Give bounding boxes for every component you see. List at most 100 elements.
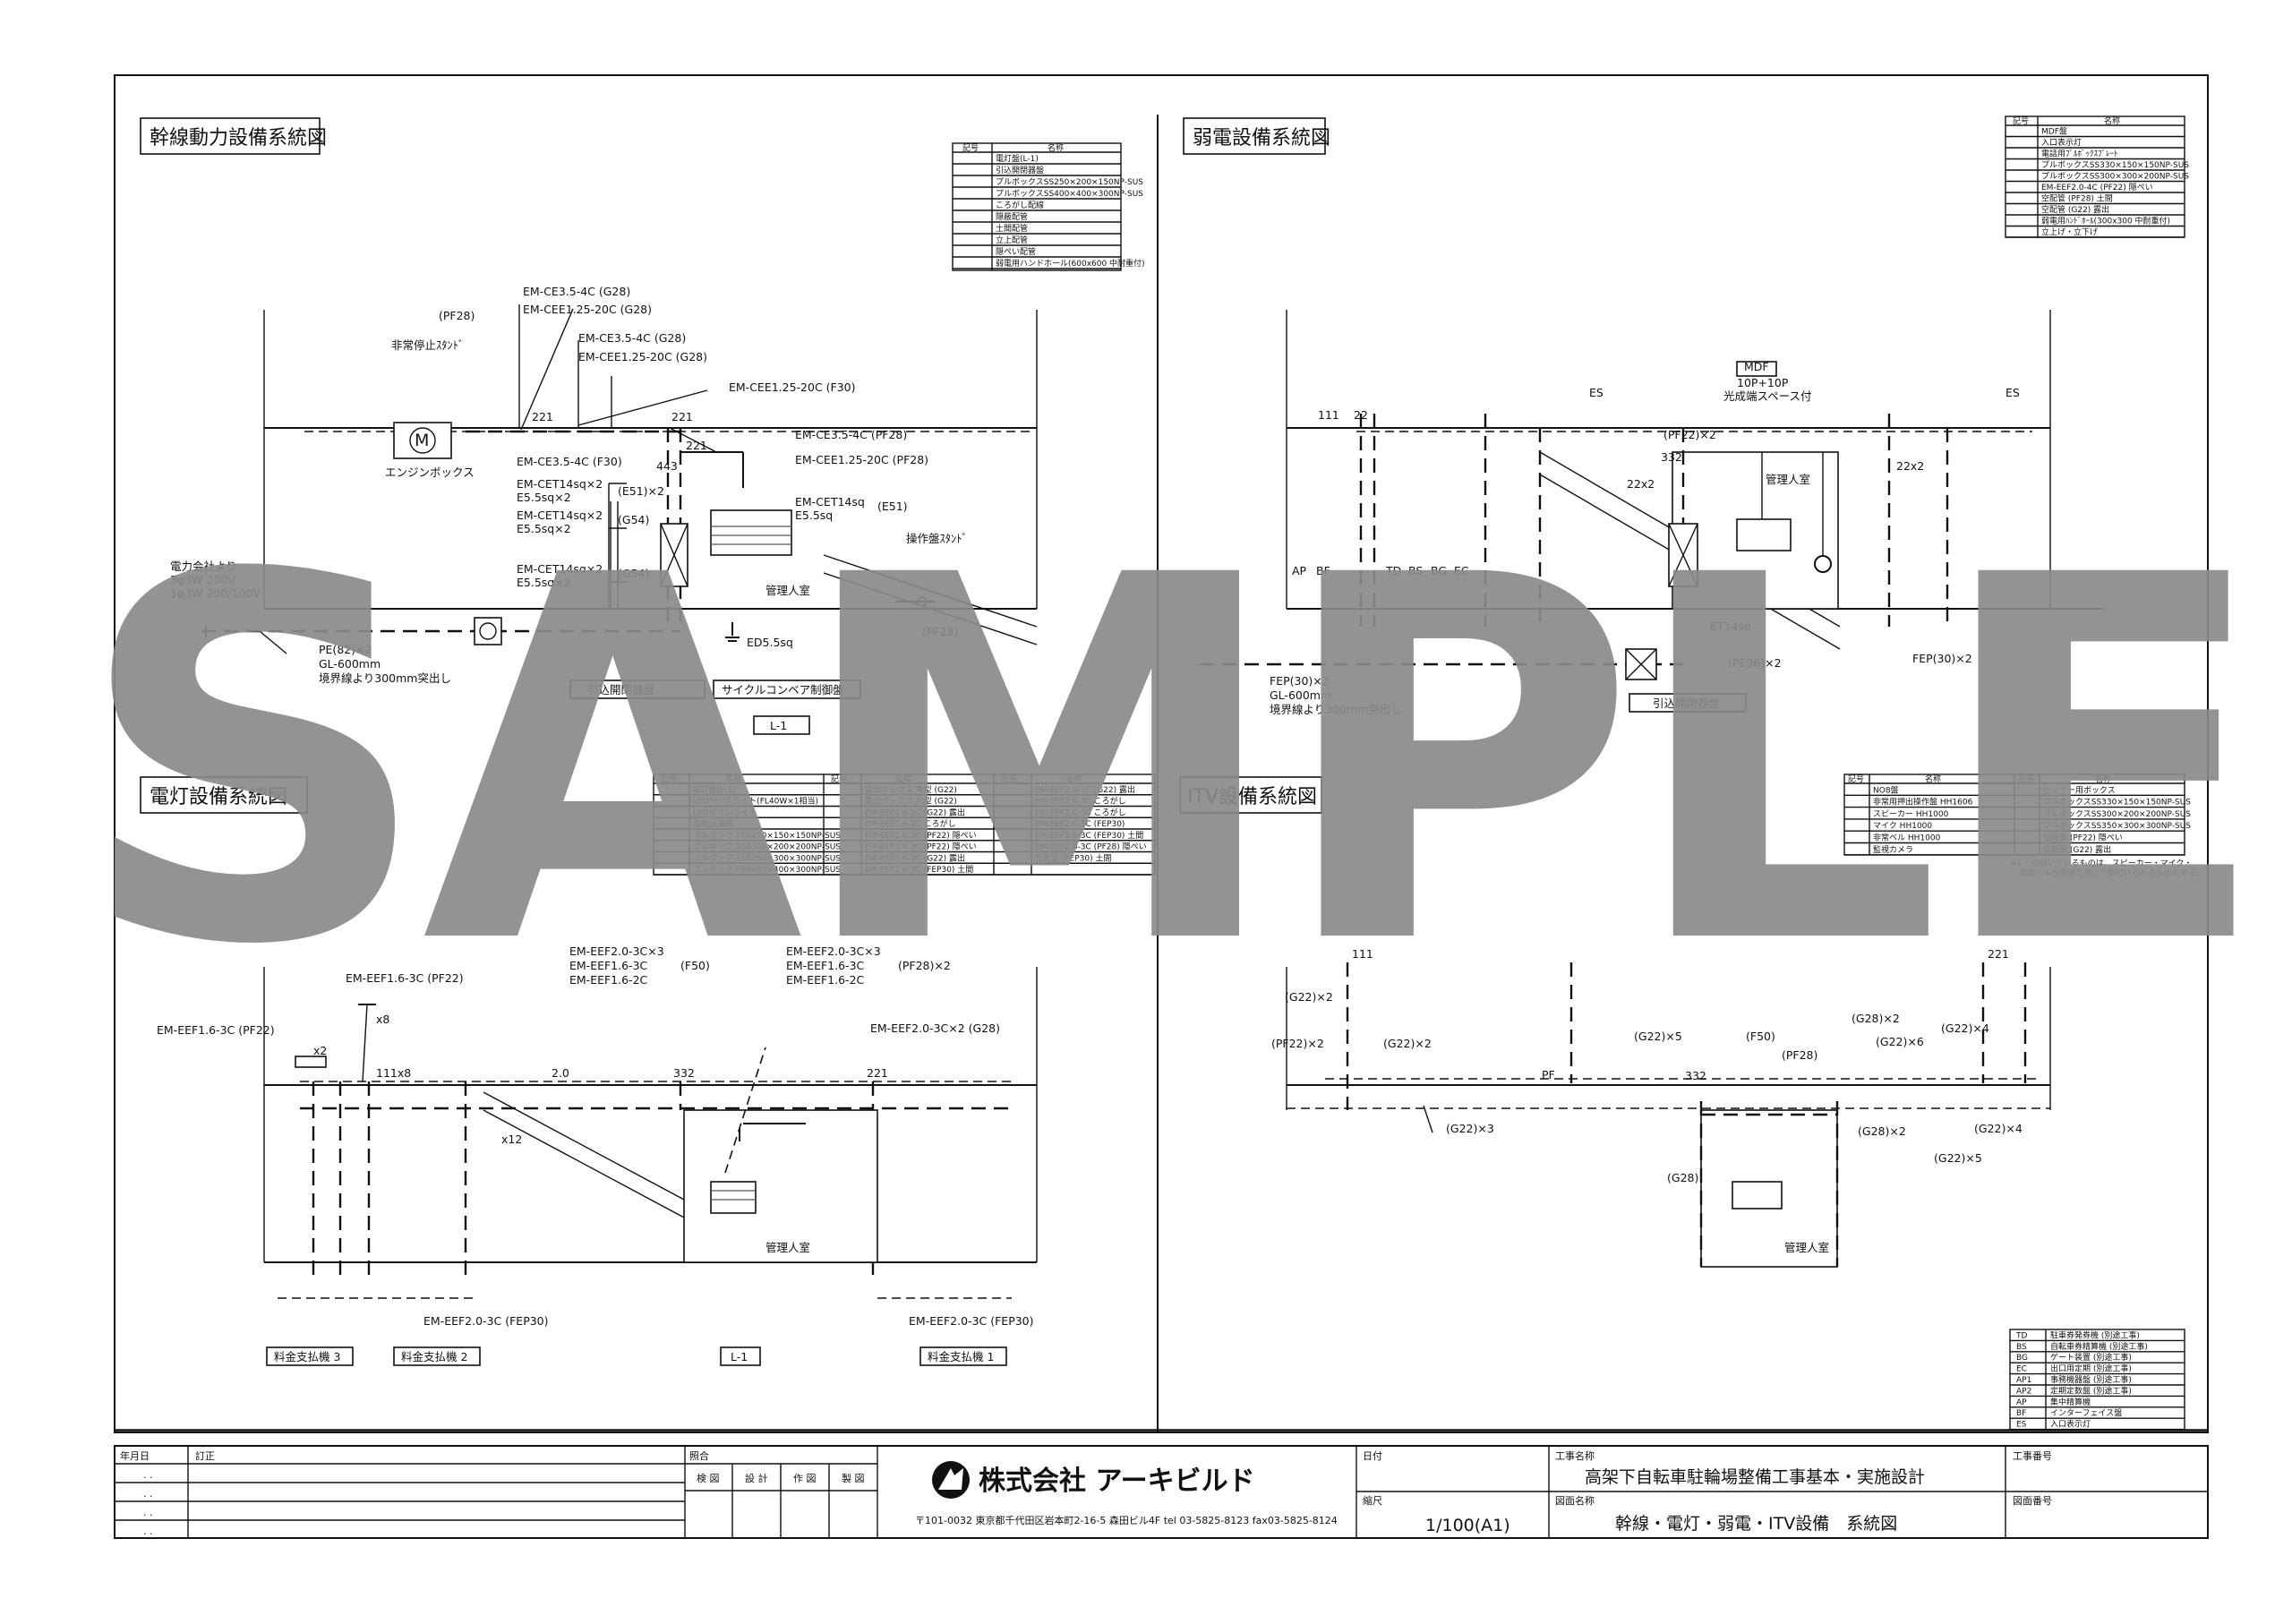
itv-labels: (G22)×2 (PF22)×2 (G22)×2 (G22)×5 (F50) (… [1271, 947, 2023, 1254]
trunk-label: エンジンボックス [385, 466, 475, 479]
panel-label-weak: 引込開閉器盤 [1653, 697, 1721, 710]
itv-label: (G28)×2 [1852, 1012, 1900, 1025]
lighting-legend-entry: 電灯盤(L-1) [693, 784, 736, 795]
tb-rev-head: 訂正 [195, 1449, 215, 1462]
legend-head: 名称 [2104, 115, 2120, 126]
itv-legend-entry: 非常用押出操作盤 HH1606 [1873, 797, 1973, 808]
tb-drawing: 幹線・電灯・弱電・ITV設備 系統図 [1615, 1514, 1897, 1534]
weak-label: TD [1385, 564, 1401, 577]
lighting-legend-entry: 自動点滅器 [693, 818, 733, 829]
trunk-label: EM-CEE1.25-20C (G28) [578, 350, 707, 363]
lighting-legend-head: 記号 [1001, 774, 1017, 784]
lighting-label: 111x8 [376, 1066, 411, 1080]
lighting-legend-entry: EM-EEF2.0-3C (FEP30) [1035, 820, 1125, 829]
equip-code: ES [2016, 1421, 2027, 1430]
section-titles: 幹線動力設備系統図 弱電設備系統図 電灯設備系統図 ITV設備系統図 [140, 117, 1330, 814]
lighting-labels: EM-EEF1.6-3C (PF22) EM-EEF1.6-3C (PF22) … [157, 944, 1034, 1328]
lighting-legend-head: 記号 [831, 774, 847, 784]
lighting-label: EM-EEF1.6-2C [786, 973, 865, 987]
trunk-label: E5.5sq×2 [517, 576, 571, 589]
weak-label: 10P+10P [1737, 376, 1789, 389]
itv-label: (G22)×2 [1383, 1037, 1432, 1050]
itv-label: 管理人室 [1784, 1241, 1829, 1254]
trunk-label: EM-CET14sq [795, 495, 865, 509]
equip-name: インターフェイス盤 [2050, 1407, 2122, 1418]
pay-station-2: 料金支払機 2 [401, 1350, 467, 1363]
weak-label: ET14sq [1710, 620, 1751, 633]
trunk-label: 443 [656, 459, 678, 473]
itv-note: 非常ベルが放送工事にて取付けられるものとする。 [2019, 868, 2204, 878]
sheet-frame [114, 74, 2209, 1539]
trunk-label: EM-CE3.5-4C (G28) [578, 331, 686, 345]
trunk-label: EM-CE3.5-4C (PF28) [795, 428, 907, 441]
itv-legend-entry: 空配管 (G22) 露出 [2043, 844, 2111, 855]
section-title-lighting: 電灯設備系統図 [150, 786, 287, 808]
tb-date-head: 年月日 [120, 1449, 150, 1462]
equip-name: 入口表示灯 [2050, 1419, 2091, 1430]
trunk-label: EM-CE3.5-4C (G28) [523, 285, 630, 298]
trunk-label: PE(82)×2 [319, 643, 372, 656]
lighting-legend-entry: プルボックスSS300×200×200NP-SUS [693, 842, 841, 852]
weak-legend-entry: 弱電用ﾊﾝﾄﾞﾎｰﾙ(300x300 中耐重付) [2041, 216, 2170, 227]
equip-code: BS [2016, 1343, 2027, 1352]
trunk-label: EM-CET14sq×2 [517, 509, 603, 522]
trunk-label: 221 [671, 410, 693, 423]
lighting-label: EM-EEF2.0-3C×3 [569, 944, 664, 958]
equip-name: 出口用定期 (別途工事) [2050, 1363, 2132, 1374]
trunk-label: 1φ3W 200/100V [170, 586, 261, 600]
lighting-legend-entry: 露出ボックス 丸型 (G22) [865, 796, 957, 807]
weak-label: FEP(30)×2 [1912, 652, 1972, 665]
equip-name: 駐車券発券機 (別途工事) [2050, 1329, 2140, 1340]
weak-legend-entry: MDF盤 [2041, 126, 2067, 137]
lighting-label: EM-EEF1.6-3C (PF22) [157, 1023, 275, 1037]
lighting-label: EM-EEF2.0-3C (FEP30) [909, 1314, 1034, 1328]
lighting-legend-entry: プルボックスSS400×400×300NP-SUS [693, 865, 841, 875]
trunk-label: E5.5sq [795, 509, 833, 522]
trunk-label: EM-CEE1.25-20C (F30) [729, 380, 856, 394]
equip-name: 集中精算機 [2050, 1397, 2091, 1407]
itv-label: (G22)×6 [1876, 1035, 1924, 1048]
tb-dwg-label: 図面番号 [2013, 1495, 2052, 1507]
itv-legend-head: 名称 [2095, 774, 2111, 784]
weak-label: FEP(30)×2 [1270, 674, 1330, 688]
trunk-label: 3φ3W 200V [170, 573, 235, 586]
tb-role: 製 図 [842, 1472, 865, 1484]
itv-legend-entry: 監視カメラ [1873, 844, 1913, 855]
tb-scale-label: 縮尺 [1363, 1494, 1382, 1507]
itv-legend-entry: NO8盤 [1873, 784, 1899, 795]
itv-note: ※1 ○が付いているものは、スピーカー・マイク・ [2010, 858, 2192, 868]
lighting-legend-entry: EM-EEF1.6-3C (G22) 露出 [865, 852, 965, 863]
weak-legend-entry: 空配管 (G22) 露出 [2041, 204, 2109, 215]
lighting-legend-entry: EM-EEF2.0-3C (G22) 露出 [1035, 784, 1135, 795]
weak-label: BG [1431, 564, 1447, 577]
trunk-label: E5.5sq×2 [517, 522, 571, 535]
itv-label: (G22)×2 [1285, 990, 1333, 1004]
legend-head: 記号 [2013, 115, 2029, 126]
panel-label-l1b: L-1 [731, 1350, 748, 1363]
trunk-label: EM-CEE1.25-20C (PF28) [795, 453, 928, 466]
itv-legend-entry: マイク HH1000 [1873, 821, 1932, 831]
section-title-trunk: 幹線動力設備系統図 [150, 127, 327, 150]
company-logo [932, 1461, 970, 1499]
weak-label: 光成端スペース付 [1723, 389, 1812, 403]
panel-label-conveyor: サイクルコンベア制御盤 [722, 683, 844, 697]
itv-label: (G22)×4 [1974, 1122, 2023, 1135]
itv-legend-entry: センサー用ボックス [2043, 785, 2116, 795]
itv-label: (G28) [1667, 1171, 1698, 1184]
lighting-legend-entry: プルボックスSS350×300×300NP-SUS [693, 853, 841, 863]
tb-rev-row: . . [143, 1469, 153, 1481]
mdf-label: MDF [1744, 360, 1769, 373]
section-title-itv: ITV設備系統図 [1187, 786, 1317, 808]
trunk-legend-entry: プルボックスSS250×200×150NP-SUS [996, 177, 1143, 187]
lighting-label: 管理人室 [765, 1241, 810, 1254]
itv-label: (G22)×4 [1941, 1021, 1989, 1035]
itv-label: (G22)×3 [1446, 1122, 1494, 1135]
weak-label: BS [1408, 564, 1423, 577]
weak-label: AP [1292, 564, 1307, 577]
trunk-label: (PF28) [922, 625, 958, 638]
lighting-legend-head: 名称 [1065, 774, 1082, 784]
company-name: 株式会社 アーキビルド [979, 1466, 1255, 1497]
